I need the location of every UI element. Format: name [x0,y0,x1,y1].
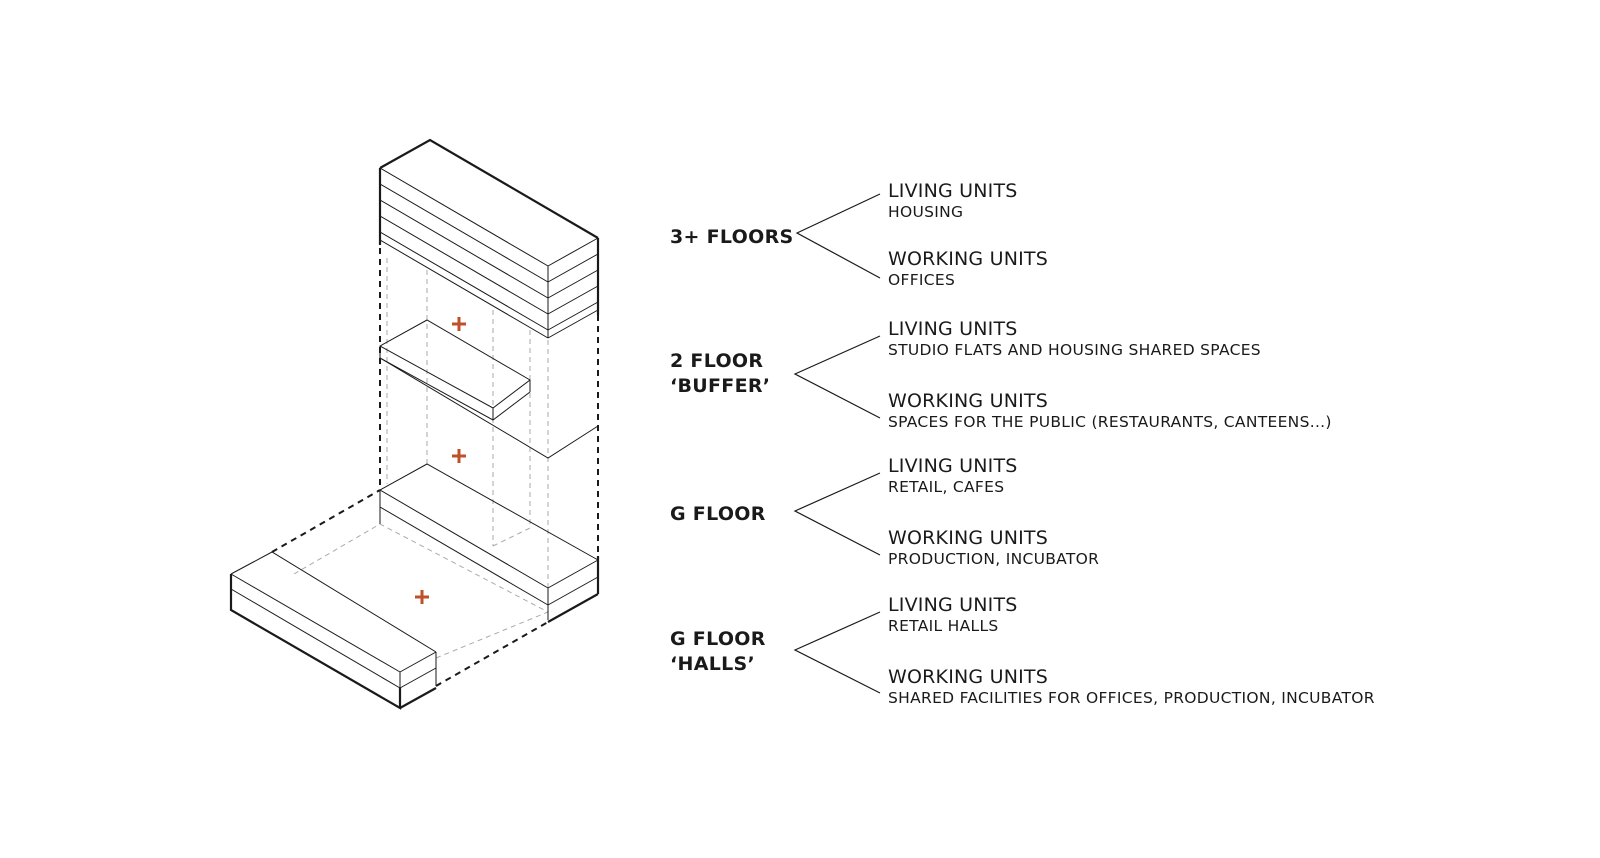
floor-label-2-buffer: 2 FLOOR ‘BUFFER’ [670,349,770,399]
floor-3-branch [795,193,881,279]
unit-description: PRODUCTION, INCUBATOR [888,550,1100,568]
plus-icon [452,317,466,331]
unit-entry-working: WORKING UNITS SHARED FACILITIES FOR OFFI… [888,666,1375,708]
floor-halls-branch [793,611,881,694]
unit-description: OFFICES [888,271,956,289]
unit-entry-living: LIVING UNITS RETAIL HALLS [888,594,1018,636]
floor-label-g-halls: G FLOOR ‘HALLS’ [670,627,766,677]
plus-icon [452,449,466,463]
floor-2-branch [793,335,881,419]
unit-title: WORKING UNITS [888,666,1048,688]
unit-title: WORKING UNITS [888,248,1048,270]
branch-connectors [793,193,881,694]
unit-description: SHARED FACILITIES FOR OFFICES, PRODUCTIO… [888,689,1375,707]
tower-dashed-edges [379,248,599,556]
unit-title: WORKING UNITS [888,390,1048,412]
buffer-floor [379,319,599,459]
floor-name-line: ‘BUFFER’ [670,375,771,397]
floor-name-line: ‘HALLS’ [670,653,756,675]
unit-title: WORKING UNITS [888,527,1048,549]
site-dashed-outline [271,489,549,687]
floor-name-line: 3+ FLOORS [670,226,794,248]
floor-name-line: G FLOOR [670,503,766,525]
unit-title: LIVING UNITS [888,455,1018,477]
floor-label-3-plus: 3+ FLOORS [670,225,793,250]
unit-title: LIVING UNITS [888,594,1018,616]
floor-g-branch [793,472,881,556]
top-floors-block [378,138,600,339]
halls-block [229,551,437,710]
unit-title: LIVING UNITS [888,180,1018,202]
unit-entry-working: WORKING UNITS PRODUCTION, INCUBATOR [888,527,1099,569]
unit-entry-working: WORKING UNITS OFFICES [888,248,1048,290]
floor-name-line: 2 FLOOR [670,350,764,372]
unit-entry-living: LIVING UNITS RETAIL, CAFES [888,455,1018,497]
plus-icon [415,590,429,604]
unit-description: RETAIL HALLS [888,617,999,635]
unit-description: HOUSING [888,203,964,221]
ground-floor-slab [379,463,599,620]
floor-label-g: G FLOOR [670,502,766,527]
ground-floor-outline [547,556,600,623]
unit-entry-living: LIVING UNITS HOUSING [888,180,1018,222]
unit-entry-working: WORKING UNITS SPACES FOR THE PUBLIC (RES… [888,390,1332,432]
floor-name-line: G FLOOR [670,628,766,650]
unit-description: RETAIL, CAFES [888,478,1005,496]
unit-description: STUDIO FLATS AND HOUSING SHARED SPACES [888,341,1261,359]
unit-description: SPACES FOR THE PUBLIC (RESTAURANTS, CANT… [888,413,1332,431]
unit-entry-living: LIVING UNITS STUDIO FLATS AND HOUSING SH… [888,318,1261,360]
unit-title: LIVING UNITS [888,318,1018,340]
